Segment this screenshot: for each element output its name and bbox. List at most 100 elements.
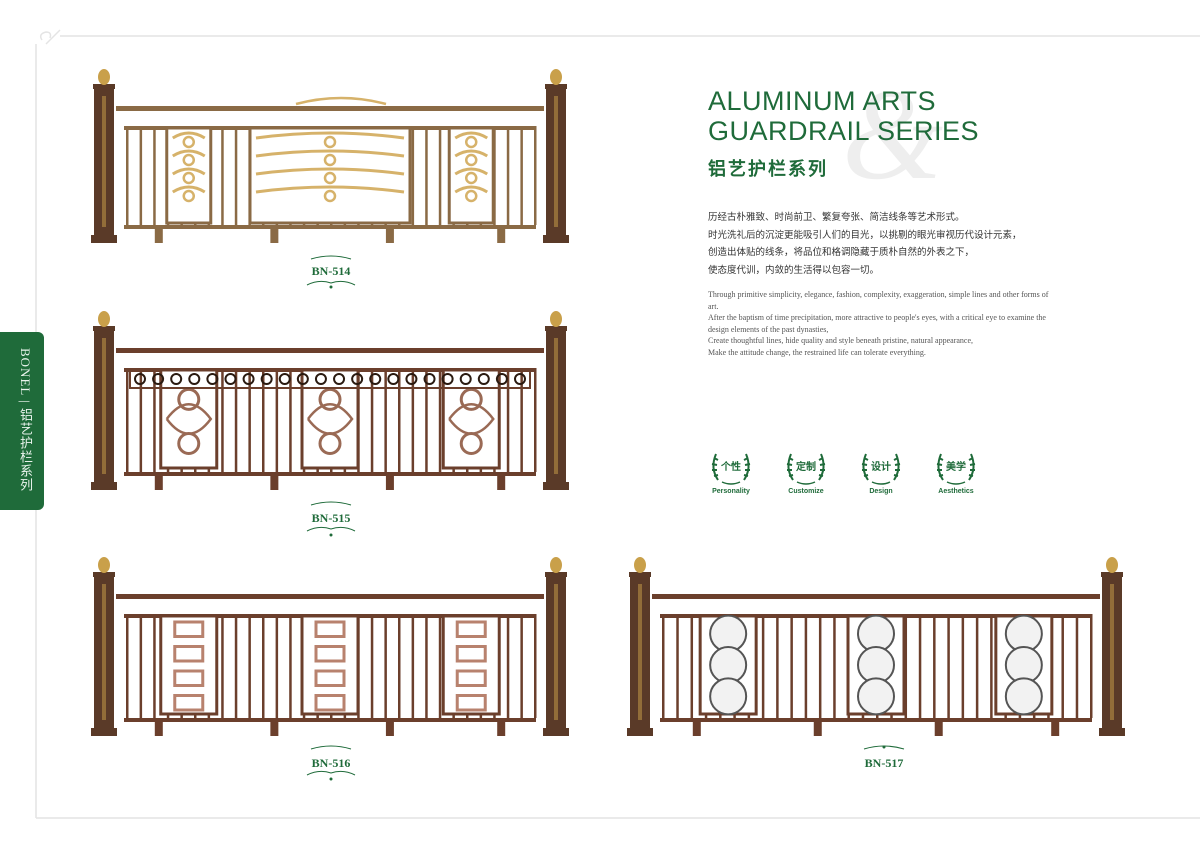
description-en-line: Create thoughtful lines, hide quality an…: [708, 336, 974, 345]
baluster: [275, 614, 279, 718]
rail-foot: [270, 225, 279, 243]
badge-label-zh: 设计: [871, 462, 891, 473]
ornamental-panel: [441, 368, 501, 470]
side-tab: [0, 332, 44, 510]
finial: [550, 557, 562, 573]
rail-foot: [385, 472, 394, 490]
frieze-scroll: [477, 373, 490, 385]
scroll-ornament: [448, 403, 495, 435]
frieze-scroll: [495, 373, 508, 385]
post-cap: [545, 326, 567, 331]
flower-ornament: [459, 387, 483, 411]
baluster: [139, 614, 143, 718]
laurel-icon: [786, 453, 826, 485]
baluster: [804, 614, 808, 718]
baluster: [534, 126, 537, 225]
frieze: [129, 369, 531, 389]
baluster: [1090, 614, 1093, 718]
fret-ornament: [455, 694, 487, 712]
description-en: Through primitive simplicity, elegance, …: [708, 289, 1068, 358]
post-base: [91, 728, 117, 736]
scroll-ornament: [454, 167, 489, 176]
scroll-ornament: [171, 185, 206, 194]
baluster: [947, 614, 950, 718]
baluster: [289, 368, 292, 472]
baluster: [234, 368, 238, 472]
baluster: [520, 126, 523, 225]
rail-foot: [385, 225, 394, 243]
frieze-scroll: [405, 373, 418, 385]
baluster: [662, 614, 665, 718]
baluster: [690, 614, 694, 718]
scroll-ornament: [323, 135, 337, 149]
scroll-ornament: [171, 131, 206, 140]
baluster: [833, 614, 836, 718]
fret-ornament: [314, 694, 346, 712]
rail-foot: [1051, 718, 1060, 736]
crest-ornament: [295, 96, 387, 106]
finial: [98, 311, 110, 327]
product-code-bn514: BN-514: [311, 264, 351, 278]
flourish-ornament: [863, 745, 905, 750]
scroll-ornament: [255, 131, 405, 140]
bottom-rail: [124, 472, 536, 476]
baluster: [139, 126, 143, 225]
page-title-zh: 铝艺护栏系列: [708, 159, 828, 180]
scroll-ornament: [182, 153, 196, 167]
ornamental-panel: [300, 368, 360, 470]
badge-label-en: Aesthetics: [938, 488, 974, 495]
scroll-ornament: [464, 171, 478, 185]
rail-foot: [154, 225, 163, 243]
rail-foot: [497, 472, 506, 490]
side-tab-label: BONEL | 铝艺护栏系列: [18, 348, 33, 492]
ornamental-panel: [159, 614, 219, 716]
medallion-ornament: [709, 677, 748, 716]
laurel-icon: [936, 453, 976, 485]
badge-label-zh: 美学: [946, 462, 966, 473]
ornamental-panel: [300, 614, 360, 716]
post-inlay: [554, 338, 558, 474]
baluster: [384, 368, 387, 472]
scroll-ornament: [165, 403, 213, 435]
post-base: [627, 728, 653, 736]
rail-foot: [934, 718, 943, 736]
baluster: [248, 368, 251, 472]
baluster: [262, 368, 265, 472]
ornamental-panel: [248, 126, 412, 225]
description-en-line: Through primitive simplicity, elegance, …: [708, 290, 1049, 299]
badge-label-en: Personality: [712, 488, 750, 495]
scroll-ornament: [182, 171, 196, 185]
frieze-scroll: [188, 373, 201, 385]
baluster: [918, 614, 922, 718]
bottom-rail: [660, 718, 1092, 722]
description-en-line: After the baptism of time precipitation,…: [708, 313, 1046, 322]
post-inlay: [102, 584, 106, 720]
frieze-scroll: [170, 373, 183, 385]
baluster: [1075, 614, 1079, 718]
baluster: [411, 614, 415, 718]
post-cap: [93, 572, 115, 577]
scroll-ornament: [454, 149, 489, 158]
description-en-line: art.: [708, 301, 719, 311]
baluster: [126, 614, 129, 718]
title-line-2: GUARDRAIL SERIES: [708, 116, 980, 146]
scroll-ornament: [255, 149, 405, 158]
post-cap: [629, 572, 651, 577]
finial: [98, 69, 110, 85]
baluster: [221, 126, 224, 225]
fret-ornament: [455, 620, 487, 638]
feature-badges: 个性 Personality 定制 Customize 设计 Design 美学: [700, 450, 1000, 500]
frieze-scroll: [423, 373, 436, 385]
fret-ornament: [455, 645, 487, 663]
baluster: [153, 614, 156, 718]
product-code-bn517: BN-517: [864, 756, 904, 770]
baluster: [776, 614, 779, 718]
post-base: [91, 235, 117, 243]
post-base: [543, 728, 569, 736]
baluster: [933, 614, 936, 718]
top-rail: [116, 106, 544, 111]
post-inlay: [102, 96, 106, 227]
baluster: [221, 368, 224, 472]
frieze-scroll: [152, 373, 165, 385]
baluster: [438, 368, 442, 472]
